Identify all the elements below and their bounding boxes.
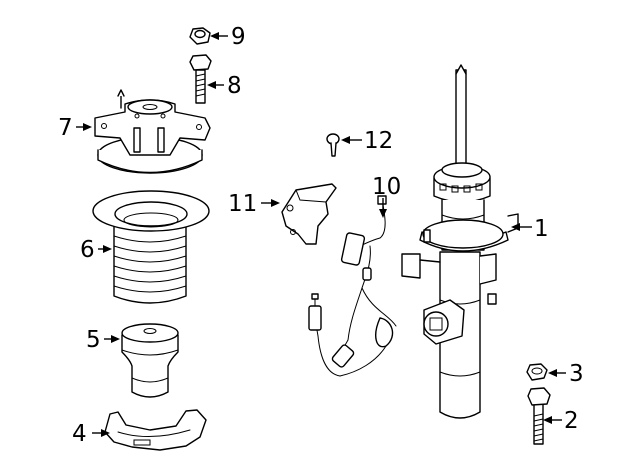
- part-12-clip: [326, 133, 340, 157]
- callout-10-label: 10: [372, 174, 401, 200]
- callout-3-label: 3: [569, 361, 584, 387]
- part-6-dust-boot: [92, 190, 210, 304]
- callout-2-label: 2: [564, 408, 579, 434]
- part-11-bracket: [281, 183, 337, 245]
- part-7-strut-mount: [94, 89, 211, 174]
- callout-2: 2: [543, 408, 579, 434]
- part-9-nut: [189, 27, 211, 45]
- part-5-bump-stop: [121, 323, 179, 398]
- callout-7: 7: [58, 115, 92, 141]
- callout-1-label: 1: [534, 216, 549, 242]
- callout-1: 1: [511, 216, 549, 242]
- part-8-bolt: [189, 54, 212, 104]
- callout-11-label: 11: [228, 191, 257, 217]
- callout-9: 9: [210, 24, 246, 50]
- part-3-nut: [526, 363, 548, 381]
- part-4-spring-seat: [104, 409, 207, 451]
- callout-6: 6: [80, 237, 112, 263]
- callout-10: 10: [372, 174, 401, 218]
- callout-12: 12: [341, 128, 393, 154]
- callout-9-label: 9: [231, 24, 246, 50]
- callout-3: 3: [548, 361, 584, 387]
- callout-4: 4: [72, 421, 110, 447]
- part-1-strut-assembly: [401, 64, 519, 419]
- callout-4-label: 4: [72, 421, 87, 447]
- part-2-bolt: [527, 387, 551, 445]
- callout-5-label: 5: [86, 327, 101, 353]
- callout-7-label: 7: [58, 115, 73, 141]
- callout-8-label: 8: [227, 73, 242, 99]
- callout-12-label: 12: [364, 128, 393, 154]
- callout-11: 11: [228, 191, 280, 217]
- callout-5: 5: [86, 327, 120, 353]
- part-10-harness: [308, 195, 397, 377]
- callout-8: 8: [207, 73, 242, 99]
- callout-6-label: 6: [80, 237, 95, 263]
